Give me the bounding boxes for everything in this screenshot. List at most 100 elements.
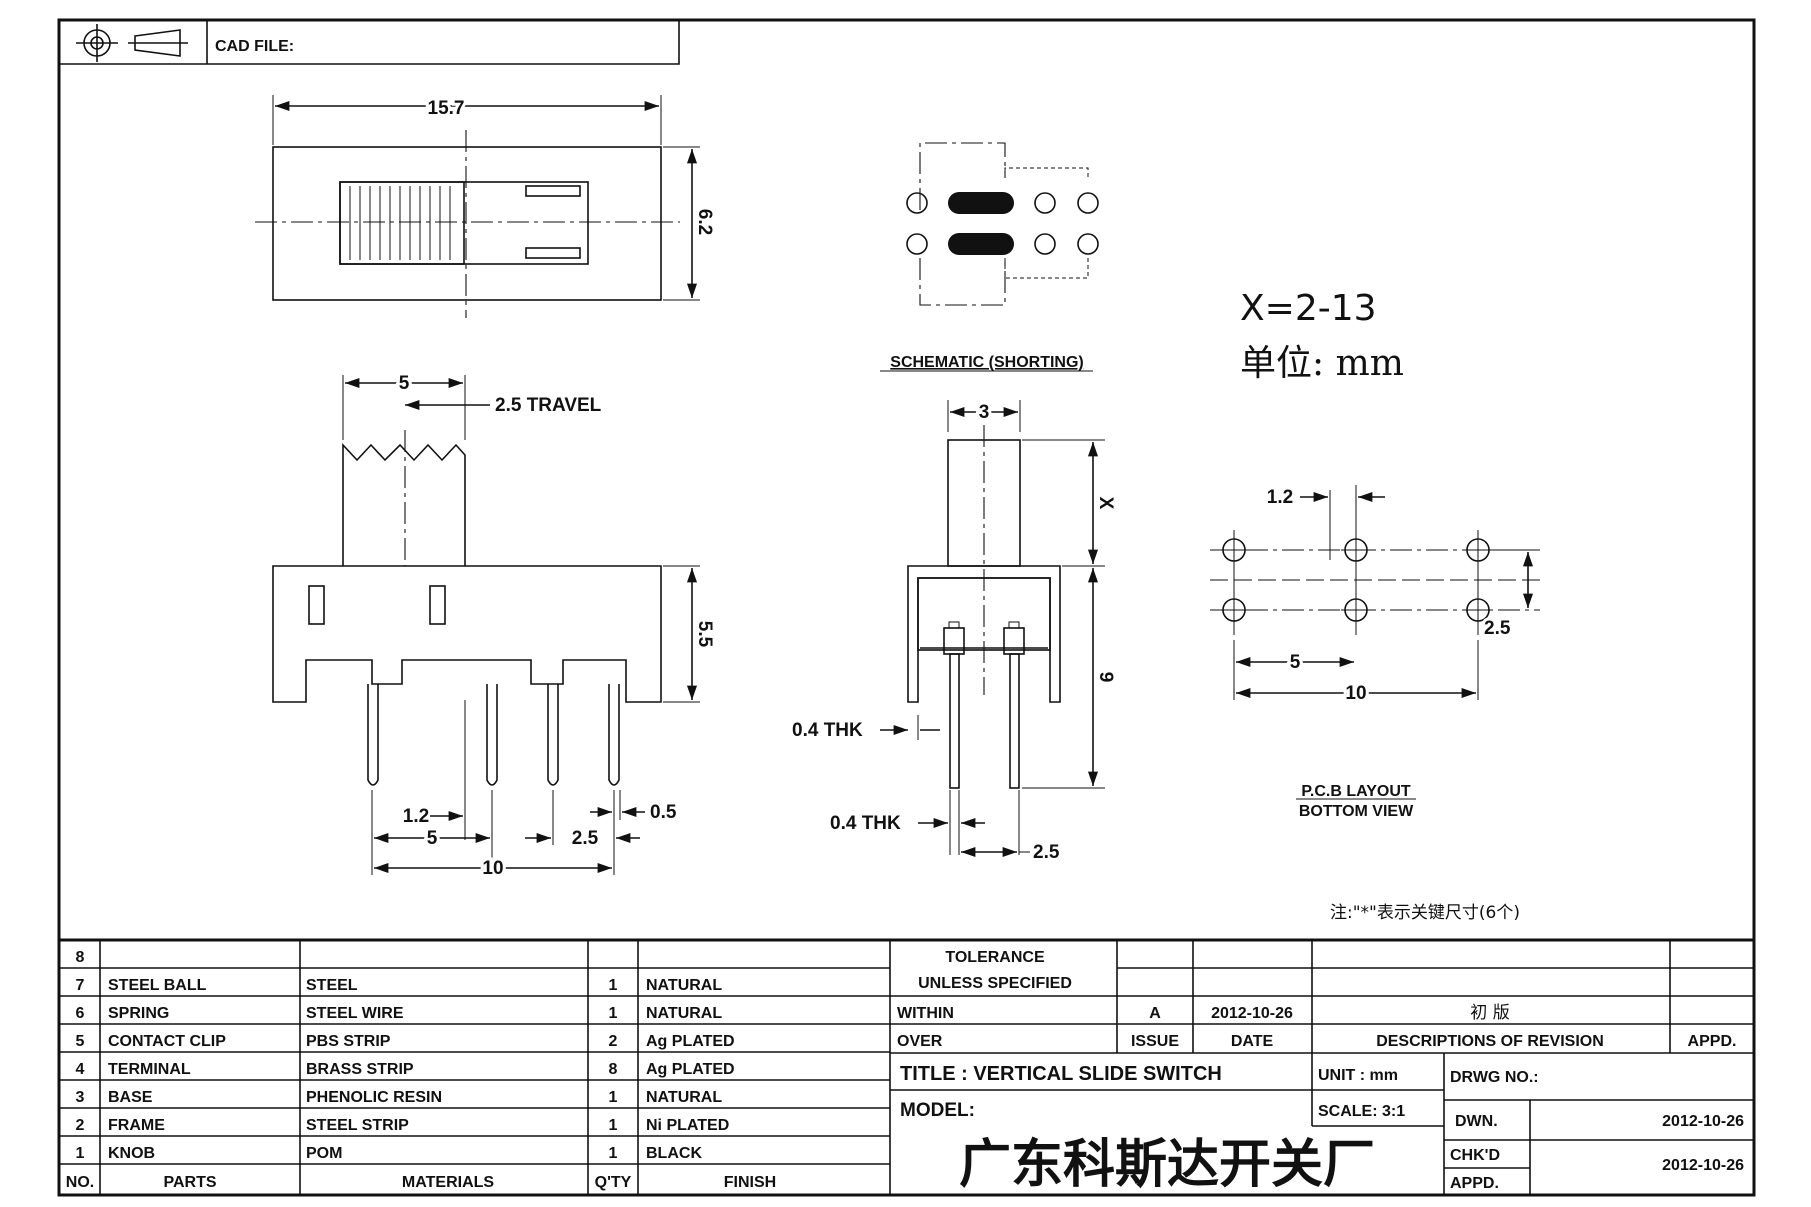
notes: X=2-13 单位: mm 注:"*"表示关键尺寸(6个): [1240, 288, 1520, 923]
company-name: 广东科斯达开关厂: [959, 1135, 1375, 1195]
bom-cell-finish: Ag PLATED: [646, 1061, 735, 1078]
bom-cell-no: 1: [76, 1145, 85, 1162]
bom-cell-finish: Ag PLATED: [646, 1033, 735, 1050]
bom-cell-part: FRAME: [108, 1117, 165, 1134]
drawing-number-label: DRWG NO.:: [1450, 1069, 1539, 1086]
dwn-label: DWN.: [1455, 1113, 1498, 1130]
pcb-dim-5: 5: [1290, 652, 1301, 673]
chkd-date: 2012-10-26: [1662, 1157, 1744, 1174]
x-range-note: X=2-13: [1240, 288, 1377, 329]
body-height-dim: 5.5: [694, 621, 715, 648]
bom-header-finish: FINISH: [724, 1174, 776, 1191]
bom-cell-part: CONTACT CLIP: [108, 1033, 226, 1050]
unit-note: 单位: mm: [1240, 343, 1404, 384]
bom-cell-part: BASE: [108, 1089, 153, 1106]
bom-cell-no: 6: [76, 1005, 85, 1022]
scale-field: SCALE: 3:1: [1318, 1103, 1405, 1120]
bom-cell-qty: 1: [609, 977, 618, 994]
pcb-caption-2: BOTTOM VIEW: [1299, 803, 1414, 820]
side-x-dim: X: [1095, 497, 1116, 510]
bom-cell-part: STEEL BALL: [108, 977, 207, 994]
pin-span-10: 10: [482, 858, 503, 879]
bom-header-qty: Q'TY: [595, 1174, 632, 1191]
top-view: 15.7 6.2: [255, 95, 715, 318]
bom-cell-material: STEEL: [306, 977, 358, 994]
header-block: CAD FILE:: [59, 20, 680, 65]
appd-label: APPD.: [1688, 1033, 1737, 1050]
cad-file-label: CAD FILE:: [215, 38, 294, 55]
bom-cell-material: PBS STRIP: [306, 1033, 391, 1050]
bom-cell-finish: BLACK: [646, 1145, 702, 1162]
over-label: OVER: [897, 1033, 943, 1050]
revision-issue: A: [1149, 1005, 1161, 1022]
drawing-border: [57, 18, 1756, 1197]
side-pitch-dim: 2.5: [1033, 842, 1060, 863]
descriptions-label: DESCRIPTIONS OF REVISION: [1376, 1033, 1604, 1050]
pin-pitch-2-5: 2.5: [572, 828, 599, 849]
bom-cell-qty: 2: [609, 1033, 618, 1050]
unit-field: UNIT : mm: [1318, 1067, 1398, 1084]
drawing-title: TITLE : VERTICAL SLIDE SWITCH: [900, 1063, 1222, 1085]
unless-specified-label: UNLESS SPECIFIED: [918, 975, 1072, 992]
bom-cell-part: TERMINAL: [108, 1061, 191, 1078]
pcb-caption-1: P.C.B LAYOUT: [1301, 783, 1411, 800]
bom-cell-qty: 8: [609, 1061, 618, 1078]
bom-cell-material: STEEL WIRE: [306, 1005, 404, 1022]
bom-cell-no: 2: [76, 1117, 85, 1134]
bom-cell-qty: 1: [609, 1005, 618, 1022]
dwn-date: 2012-10-26: [1662, 1113, 1744, 1130]
bom-header-no: NO.: [66, 1174, 94, 1191]
bom-header-parts: PARTS: [163, 1174, 216, 1191]
top-width-dim: 6.2: [694, 209, 715, 235]
bom-cell-finish: NATURAL: [646, 977, 722, 994]
side-knob-width-dim: 3: [979, 402, 990, 423]
bom-cell-no: 3: [76, 1089, 85, 1106]
bom-cell-no: 8: [76, 949, 85, 966]
side-view: 3 X 9 0.4 THK 0.4 THK 2.5: [792, 399, 1116, 863]
bom-cell-qty: 1: [609, 1089, 618, 1106]
date-label: DATE: [1231, 1033, 1274, 1050]
pin-dim-1-2: 1.2: [403, 806, 429, 827]
bom-cell-finish: NATURAL: [646, 1005, 722, 1022]
bom-cell-finish: NATURAL: [646, 1089, 722, 1106]
within-label: WITHIN: [897, 1005, 954, 1022]
thk-label-1: 0.4 THK: [792, 720, 863, 741]
tolerance-label: TOLERANCE: [945, 949, 1045, 966]
pin-thickness-0-5: 0.5: [650, 802, 677, 823]
bom-cell-part: SPRING: [108, 1005, 169, 1022]
front-view: 5 2.5 TRAVEL 5.5 5 1.2 2.5 0.5 10: [272, 370, 715, 882]
top-length-dim: 15.7: [428, 98, 465, 119]
pcb-dim-1-2: 1.2: [1267, 487, 1293, 508]
bom-cell-finish: Ni PLATED: [646, 1117, 729, 1134]
bom-cell-qty: 1: [609, 1145, 618, 1162]
side-height-dim: 9: [1095, 672, 1116, 683]
title-block: TOLERANCE UNLESS SPECIFIED WITHIN OVER A…: [890, 940, 1754, 1195]
issue-label: ISSUE: [1131, 1033, 1179, 1050]
pcb-dim-10: 10: [1345, 683, 1366, 704]
bom-header-materials: MATERIALS: [402, 1174, 494, 1191]
bom-cell-qty: 1: [609, 1117, 618, 1134]
bom-cell-material: STEEL STRIP: [306, 1117, 409, 1134]
model-label: MODEL:: [900, 1100, 975, 1121]
bom-cell-no: 7: [76, 977, 85, 994]
bom-cell-material: BRASS STRIP: [306, 1061, 414, 1078]
revision-date: 2012-10-26: [1211, 1005, 1293, 1022]
projection-symbol-icon: [76, 24, 188, 62]
bom-cell-material: POM: [306, 1145, 342, 1162]
bom-cell-part: KNOB: [108, 1145, 155, 1162]
bom-cell-no: 5: [76, 1033, 85, 1050]
key-dimension-note: 注:"*"表示关键尺寸(6个): [1330, 903, 1520, 923]
pcb-layout-view: 1.2 2.5 5 10 P.C.B LAYOUT BOTTOM VIEW: [1210, 485, 1540, 820]
appd2-label: APPD.: [1450, 1175, 1499, 1192]
knob-width-dim: 5: [399, 373, 410, 394]
bom-cell-no: 4: [76, 1061, 85, 1078]
pcb-dim-2-5: 2.5: [1484, 618, 1511, 639]
bom-cell-material: PHENOLIC RESIN: [306, 1089, 442, 1106]
thk-label-2: 0.4 THK: [830, 813, 901, 834]
pin-pitch-5: 5: [427, 828, 438, 849]
revision-description: 初 版: [1470, 1003, 1509, 1023]
schematic-caption: SCHEMATIC (SHORTING): [890, 354, 1083, 371]
travel-dim: 2.5 TRAVEL: [495, 395, 602, 416]
